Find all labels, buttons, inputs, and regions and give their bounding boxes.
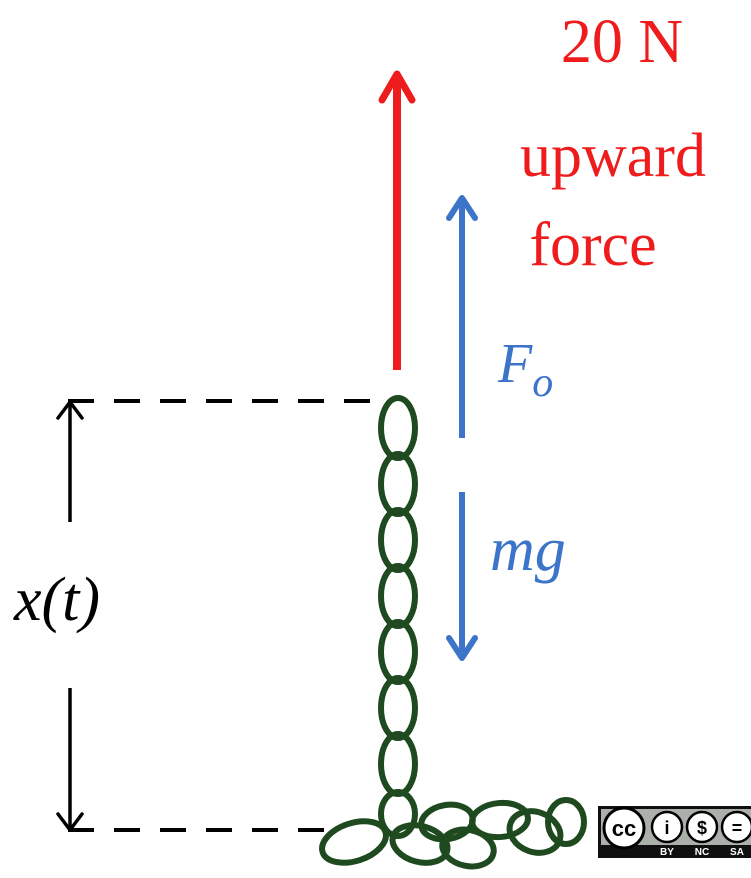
svg-text:cc: cc xyxy=(612,816,636,841)
pile-link xyxy=(319,818,389,866)
noncommercial-icon: $ xyxy=(685,810,719,844)
weight-vector-arrow xyxy=(446,492,478,661)
chain-link xyxy=(378,451,418,517)
cc-icon: cc xyxy=(602,806,646,850)
cc-badge-art: cc i $ = BY NC SA xyxy=(601,806,751,858)
pile-link xyxy=(389,822,451,866)
svg-text:$: $ xyxy=(697,818,707,838)
sharealike-icon: = xyxy=(720,810,751,844)
chain-link xyxy=(378,675,418,741)
chain-link xyxy=(378,563,418,629)
applied-force-symbol: Fo xyxy=(497,333,553,406)
chain-link xyxy=(378,731,418,797)
applied-force-arrow xyxy=(378,70,416,370)
applied-force-letter: F xyxy=(497,333,533,395)
svg-text:i: i xyxy=(664,818,669,838)
attribution-icon: i xyxy=(650,810,684,844)
applied-force-vector-arrow xyxy=(446,195,478,438)
chain-link xyxy=(378,619,418,685)
license-term-by: BY xyxy=(660,847,674,858)
chain-link xyxy=(378,789,418,839)
height-dimension-down-arrow xyxy=(56,688,84,832)
svg-text:=: = xyxy=(732,818,743,838)
pile-link xyxy=(439,826,497,870)
force-label-line3: force xyxy=(529,211,656,279)
weight-symbol: mg xyxy=(490,516,566,584)
height-label: x(t) xyxy=(13,566,100,634)
chain-link xyxy=(378,395,418,461)
chain-pile xyxy=(319,797,587,870)
force-label-line2: upward xyxy=(520,122,706,190)
cc-license-badge[interactable]: cc i $ = BY NC SA xyxy=(598,806,751,858)
pile-link xyxy=(545,797,587,847)
pile-link xyxy=(469,799,531,841)
hanging-chain xyxy=(378,395,418,839)
license-term-sa: SA xyxy=(730,847,744,858)
height-dimension-up-arrow xyxy=(56,400,84,522)
chain-link xyxy=(378,507,418,573)
license-term-nc: NC xyxy=(695,847,709,858)
applied-force-subscript: o xyxy=(532,360,553,406)
force-magnitude-label: 20 N xyxy=(561,8,683,76)
